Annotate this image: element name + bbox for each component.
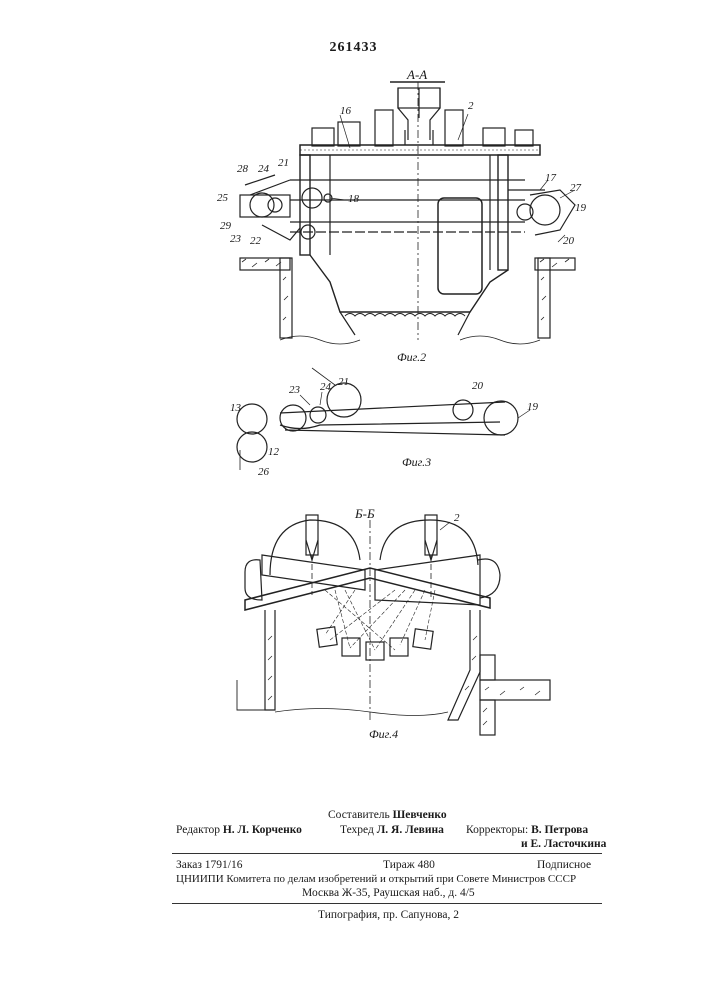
corrector-1: В. Петрова xyxy=(531,824,588,836)
techred-label: Техред xyxy=(340,824,374,836)
techred-name: Л. Я. Левина xyxy=(377,824,444,836)
techred-line: Техред Л. Я. Левина xyxy=(340,824,444,836)
printer: Типография, пр. Сапунова, 2 xyxy=(318,909,459,921)
fig4-label: 2 xyxy=(454,512,460,524)
address: Москва Ж-35, Раушская наб., д. 4/5 xyxy=(302,887,475,899)
subscription: Подписное xyxy=(537,859,591,871)
corrector-2: Е. Ласточкина xyxy=(531,838,607,850)
correctors-line: Корректоры: В. Петрова xyxy=(466,824,588,836)
order-number: Заказ 1791/16 xyxy=(176,859,243,871)
divider xyxy=(172,903,602,904)
corrector-2-prefix: и xyxy=(521,838,528,850)
editor-line: Редактор Н. Л. Корченко xyxy=(176,824,302,836)
editor-name: Н. Л. Корченко xyxy=(223,824,302,836)
fig4-section-label: Б-Б xyxy=(355,506,375,522)
correctors-label: Корректоры: xyxy=(466,824,528,836)
print-run: Тираж 480 xyxy=(383,859,435,871)
divider xyxy=(172,853,602,854)
fig4-caption: Фиг.4 xyxy=(369,727,398,742)
corrector-2-line: и Е. Ласточкина xyxy=(521,838,606,850)
institute: ЦНИИПИ Комитета по делам изобретений и о… xyxy=(176,873,576,885)
compiler-label: Составитель xyxy=(328,809,390,821)
editor-label: Редактор xyxy=(176,824,220,836)
compiler-name: Шевченко xyxy=(393,809,447,821)
compiler-line: Составитель Шевченко xyxy=(328,809,447,821)
